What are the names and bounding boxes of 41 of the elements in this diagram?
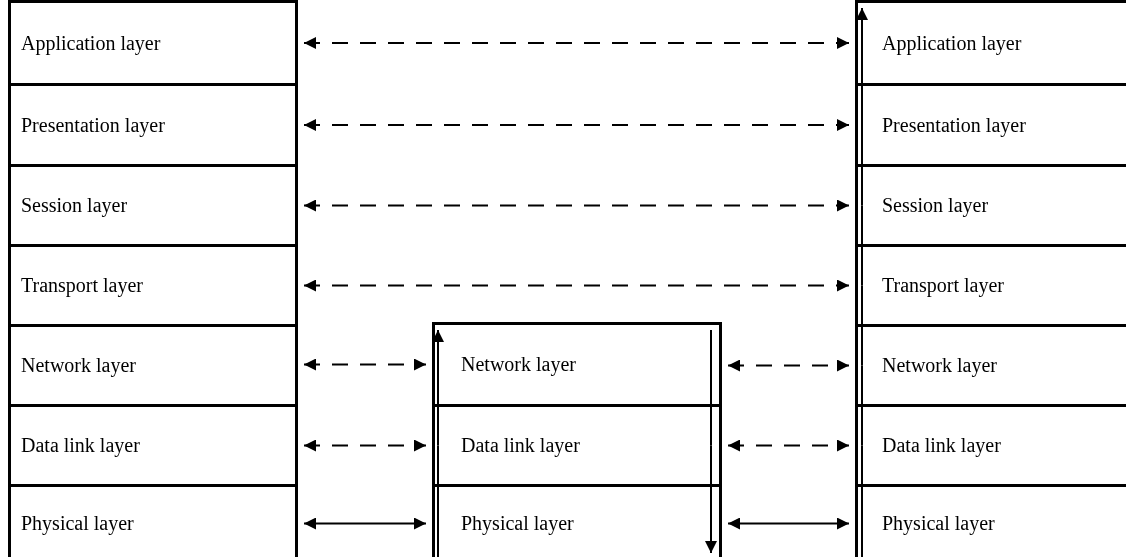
arrow xyxy=(705,444,717,554)
layer-box xyxy=(8,244,298,327)
layer-name: Transport layer xyxy=(21,274,144,297)
layer-box xyxy=(855,0,1126,86)
layer-box xyxy=(8,83,298,167)
layer-name: Network layer xyxy=(21,354,136,377)
layer-name: Data link layer xyxy=(461,434,580,457)
layer-box xyxy=(432,322,722,407)
arrow xyxy=(303,439,427,452)
arrow xyxy=(303,279,850,292)
layer-name: Application layer xyxy=(882,31,1022,55)
layer-box xyxy=(8,484,298,557)
layer-name: Physical layer xyxy=(882,512,995,535)
layer-name: Presentation layer xyxy=(21,113,165,137)
layer-name: Data link layer xyxy=(21,434,140,457)
arrow xyxy=(432,329,444,447)
layer-name: Session layer xyxy=(882,194,989,217)
layer-box xyxy=(432,404,722,487)
layer-name: Physical layer xyxy=(461,512,574,535)
layer-box xyxy=(8,324,298,407)
layer-name: Presentation layer xyxy=(882,113,1026,137)
layer-name: Session layer xyxy=(21,194,128,217)
arrow xyxy=(303,517,427,530)
layer-name: Application layer xyxy=(21,31,161,55)
layer-box xyxy=(432,484,722,557)
arrow xyxy=(303,37,850,49)
arrow xyxy=(856,7,868,126)
layer-box xyxy=(8,0,298,86)
arrow xyxy=(303,358,427,371)
arrow xyxy=(727,439,850,452)
layer-box xyxy=(8,164,298,247)
layer-name: Data link layer xyxy=(882,434,1001,457)
arrow xyxy=(727,517,850,530)
arrow xyxy=(303,119,850,131)
layer-box xyxy=(8,404,298,487)
layer-name: Network layer xyxy=(882,354,997,377)
layer-name: Network layer xyxy=(461,353,576,376)
layer-name: Physical layer xyxy=(21,512,134,535)
arrow xyxy=(727,359,850,372)
layer-name: Transport layer xyxy=(882,274,1005,297)
arrow xyxy=(303,199,850,212)
